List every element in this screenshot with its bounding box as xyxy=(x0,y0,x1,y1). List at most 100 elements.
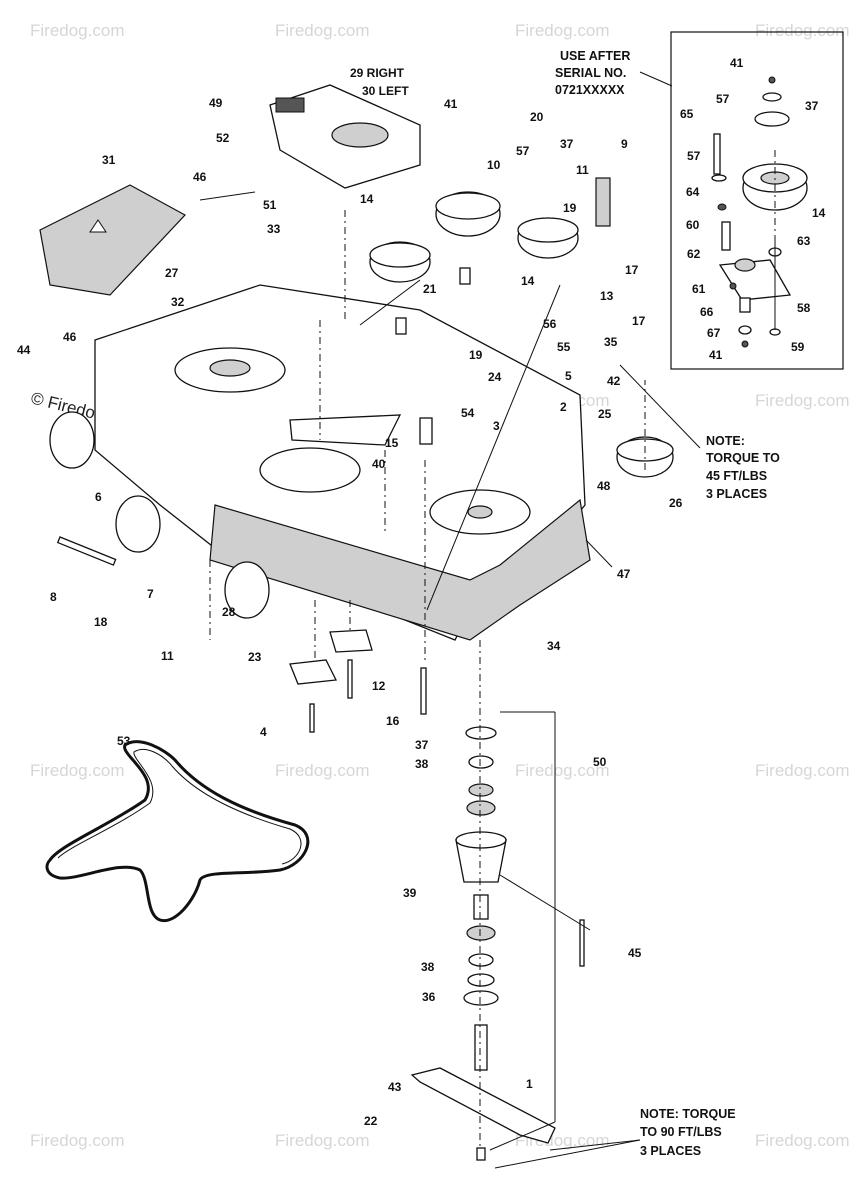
callout-37b: 37 xyxy=(560,137,574,151)
note-line: NOTE: TORQUE xyxy=(640,1107,736,1121)
watermark-text: Firedog.com xyxy=(755,21,849,40)
watermark-text: Firedog.com xyxy=(30,21,124,40)
callout-65: 65 xyxy=(680,107,694,121)
watermark-text: Firedog.com xyxy=(30,1131,124,1150)
watermark-text: Firedog.com xyxy=(515,21,609,40)
usage-note-line: USE AFTER xyxy=(560,49,630,63)
callout-37c: 37 xyxy=(805,99,819,113)
callout-46a: 46 xyxy=(193,170,207,184)
callout-39: 39 xyxy=(403,886,417,900)
callout-14b: 14 xyxy=(521,274,535,288)
callout-6: 6 xyxy=(95,490,102,504)
callout-53: 53 xyxy=(117,734,131,748)
callout-labels: 1 2 3 4 5 6 7 8 9 10 11 11 12 13 14 14 1… xyxy=(17,56,826,1128)
callout-23: 23 xyxy=(248,650,262,664)
callout-30-left: 30 LEFT xyxy=(362,84,409,98)
callout-63: 63 xyxy=(797,234,811,248)
note-line: NOTE: xyxy=(706,434,745,448)
callout-21: 21 xyxy=(423,282,437,296)
callout-22: 22 xyxy=(364,1114,378,1128)
callout-57b: 57 xyxy=(716,92,730,106)
watermark-text: Firedog.com xyxy=(275,1131,369,1150)
watermark-text: Firedog.com xyxy=(755,1131,849,1150)
watermark-text: Firedog.com xyxy=(275,21,369,40)
callout-11b: 11 xyxy=(576,163,589,177)
callout-48: 48 xyxy=(597,479,611,493)
watermark-text: Firedog.com xyxy=(515,761,609,780)
spindle-assembly xyxy=(289,629,585,1161)
callout-33: 33 xyxy=(267,222,281,236)
callout-59: 59 xyxy=(791,340,805,354)
callout-36: 36 xyxy=(422,990,436,1004)
callout-1: 1 xyxy=(526,1077,533,1091)
callout-12: 12 xyxy=(372,679,386,693)
callout-29-right: 29 RIGHT xyxy=(350,66,405,80)
callout-25: 25 xyxy=(598,407,612,421)
callout-13: 13 xyxy=(600,289,614,303)
callout-2: 2 xyxy=(560,400,567,414)
callout-20: 20 xyxy=(530,110,544,124)
callout-64: 64 xyxy=(686,185,700,199)
callout-11: 11 xyxy=(161,649,174,663)
note-line: TORQUE TO xyxy=(706,451,780,465)
usage-note: USE AFTER SERIAL NO. 0721XXXXX xyxy=(555,49,630,97)
torque-note-45: NOTE: TORQUE TO 45 FT/LBS 3 PLACES xyxy=(706,434,780,501)
callout-66: 66 xyxy=(700,305,714,319)
callout-60: 60 xyxy=(686,218,700,232)
inset-frame xyxy=(670,31,844,370)
callout-67: 67 xyxy=(707,326,721,340)
watermark-text: Firedog.com xyxy=(755,761,849,780)
callout-32: 32 xyxy=(171,295,185,309)
callout-14a: 14 xyxy=(360,192,374,206)
callout-42: 42 xyxy=(607,374,621,388)
callout-45: 45 xyxy=(628,946,642,960)
note-line: TO 90 FT/LBS xyxy=(640,1125,722,1139)
watermark-text: Firedog.com xyxy=(275,761,369,780)
torque-note-90: NOTE: TORQUE TO 90 FT/LBS 3 PLACES xyxy=(640,1107,736,1158)
callout-18: 18 xyxy=(94,615,108,629)
callout-35: 35 xyxy=(604,335,618,349)
callout-5: 5 xyxy=(565,369,572,383)
callout-8: 8 xyxy=(50,590,57,604)
inset-parts xyxy=(711,76,808,348)
callout-40: 40 xyxy=(372,457,386,471)
callout-41a: 41 xyxy=(444,97,458,111)
callout-62: 62 xyxy=(687,247,701,261)
callout-41b: 41 xyxy=(730,56,744,70)
leader-lines xyxy=(209,150,776,1169)
callout-38a: 38 xyxy=(415,757,429,771)
callout-27: 27 xyxy=(165,266,179,280)
callout-9: 9 xyxy=(621,137,628,151)
callout-58: 58 xyxy=(797,301,811,315)
callout-47: 47 xyxy=(617,567,631,581)
callout-3: 3 xyxy=(493,419,500,433)
callout-52: 52 xyxy=(216,131,230,145)
callout-51: 51 xyxy=(263,198,277,212)
note-line: 3 PLACES xyxy=(640,1144,701,1158)
callout-46b: 46 xyxy=(63,330,77,344)
callout-57c: 57 xyxy=(687,149,701,163)
callout-10: 10 xyxy=(487,158,501,172)
callout-55: 55 xyxy=(557,340,571,354)
callout-17b: 17 xyxy=(632,314,646,328)
callout-37a: 37 xyxy=(415,738,429,752)
callout-19b: 19 xyxy=(563,201,577,215)
callout-24: 24 xyxy=(488,370,502,384)
callout-50: 50 xyxy=(593,755,607,769)
callout-17a: 17 xyxy=(625,263,639,277)
deck-assembly xyxy=(39,84,674,641)
callout-16: 16 xyxy=(386,714,400,728)
callout-4: 4 xyxy=(260,725,267,739)
callout-61: 61 xyxy=(692,282,706,296)
callout-28: 28 xyxy=(222,605,236,619)
callout-38b: 38 xyxy=(421,960,435,974)
usage-note-line: 0721XXXXX xyxy=(555,83,625,97)
callout-43: 43 xyxy=(388,1080,402,1094)
callout-19a: 19 xyxy=(469,348,483,362)
callout-31: 31 xyxy=(102,153,116,167)
callout-7: 7 xyxy=(147,587,154,601)
watermark-text: Firedog.com xyxy=(755,391,849,410)
callout-15: 15 xyxy=(385,436,399,450)
callout-56: 56 xyxy=(543,317,557,331)
